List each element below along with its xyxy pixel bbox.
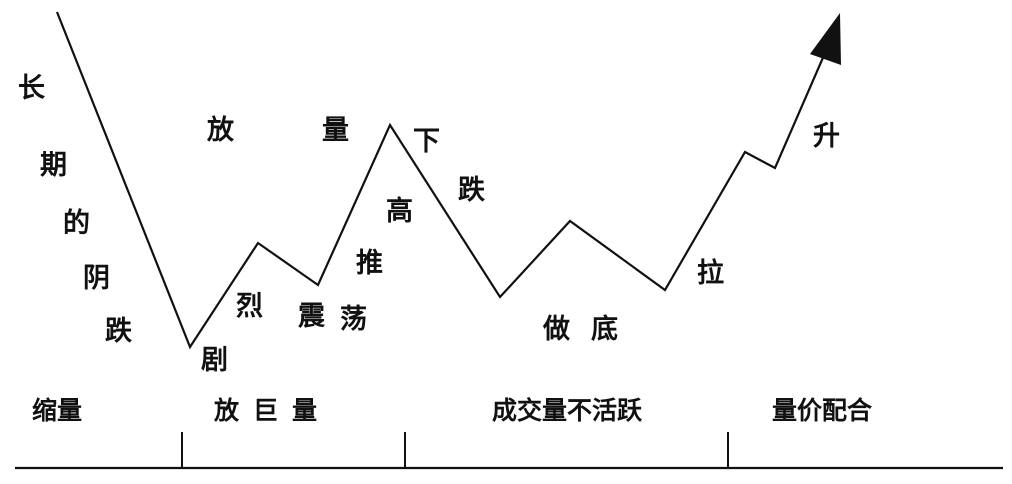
label-tui: 推 [356, 248, 383, 279]
label-zuo: 做 [543, 314, 570, 345]
volume-section-dividers [181, 432, 729, 468]
label-zhen: 震 [298, 301, 325, 332]
label-fang1: 放 [207, 115, 234, 146]
label-dang: 荡 [340, 304, 367, 335]
volume-label-huge: 放巨量 [214, 396, 332, 425]
label-de: 的 [63, 208, 90, 239]
label-gao: 高 [386, 196, 413, 227]
volume-label-shrinking: 缩量 [32, 396, 83, 425]
up-arrow-icon [810, 13, 841, 65]
label-ju: 剧 [201, 345, 228, 376]
price-trend-line [55, 11, 837, 350]
label-la: 拉 [697, 258, 724, 289]
label-yin: 阴 [83, 263, 110, 294]
label-di: 底 [591, 314, 618, 345]
label-chang: 长 [18, 73, 45, 104]
label-sheng: 升 [813, 121, 840, 152]
label-die1: 跌 [105, 316, 132, 347]
volume-label-price-volume-sync: 量价配合 [772, 396, 873, 425]
volume-label-inactive: 成交量不活跃 [492, 396, 643, 425]
label-qi: 期 [40, 150, 67, 181]
label-lie: 烈 [236, 291, 263, 322]
label-xia: 下 [413, 126, 440, 157]
label-liang1: 量 [322, 115, 349, 146]
label-die2: 跌 [458, 175, 485, 206]
